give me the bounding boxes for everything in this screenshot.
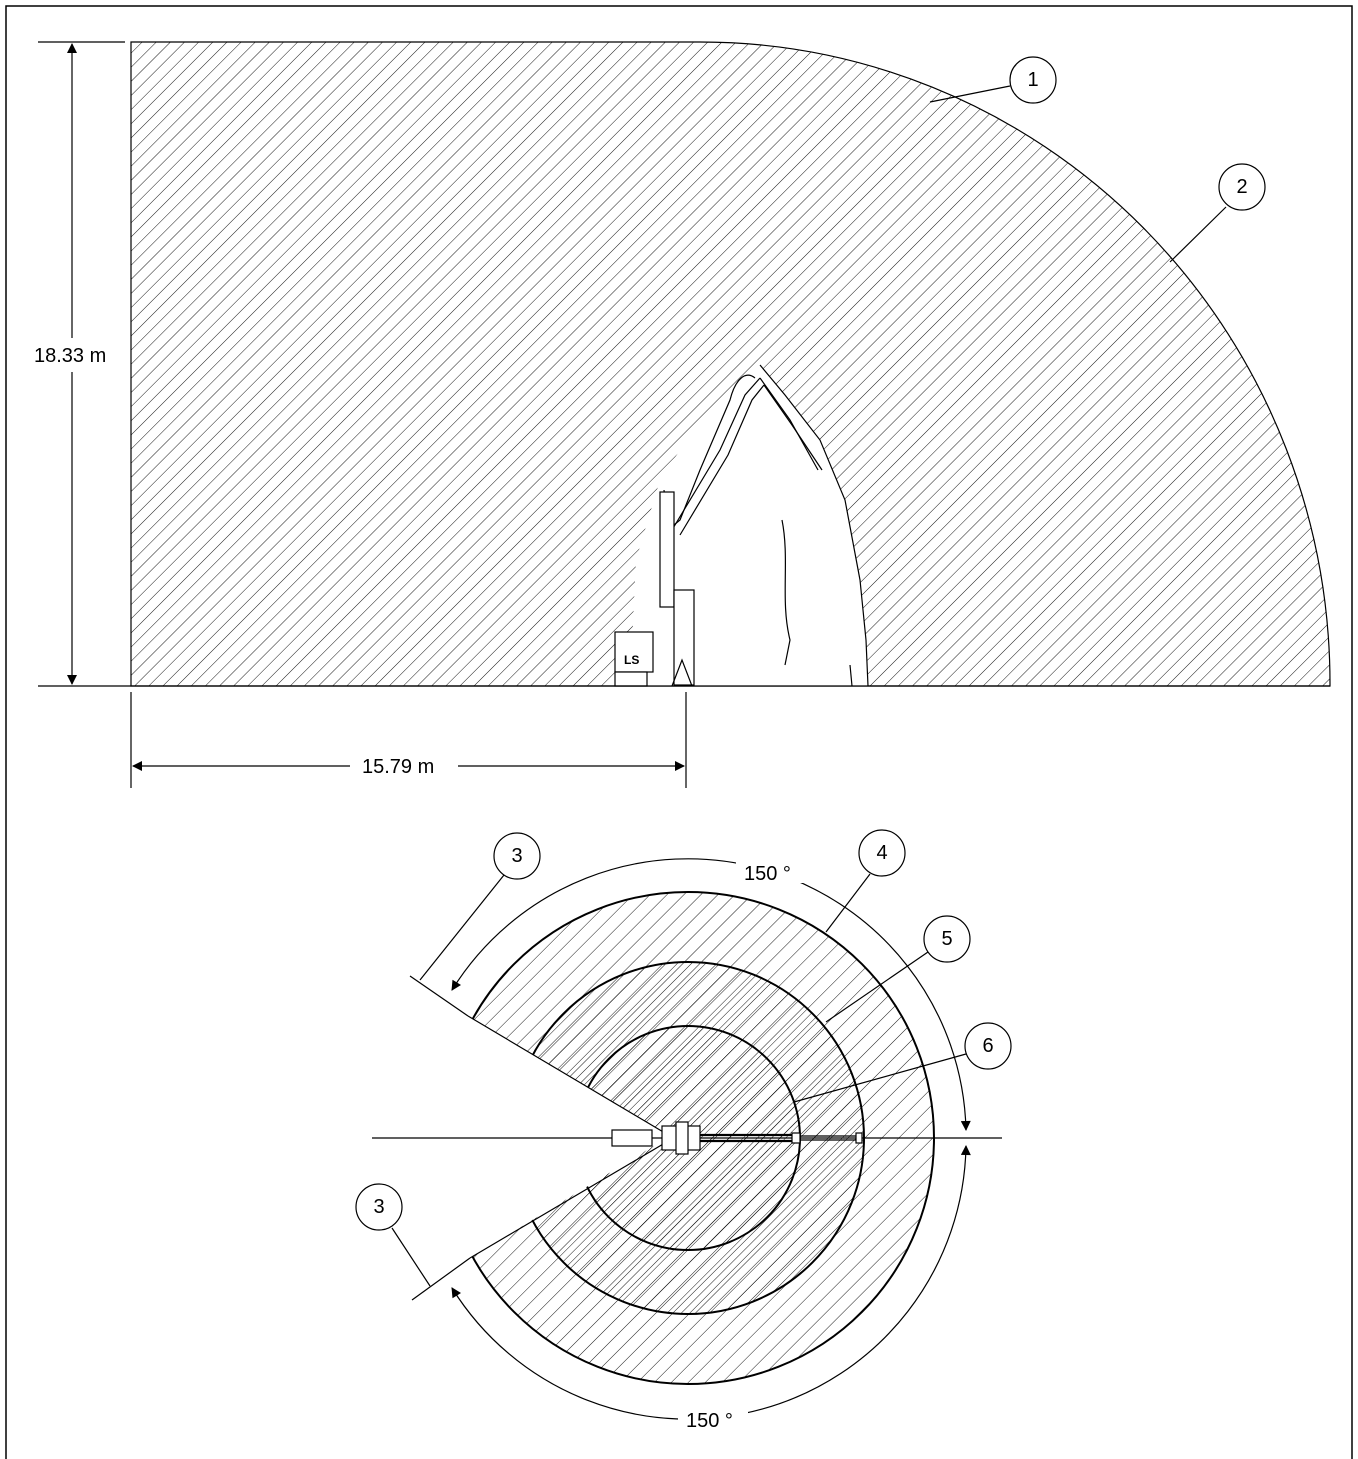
height-dimension-label: 18.33 m <box>34 345 106 367</box>
side-view: LS 18.33 m 15.79 m 1 2 <box>34 41 1331 788</box>
angle-arc-bottom <box>451 1145 971 1420</box>
reach-dimension: 15.79 m <box>130 692 687 788</box>
drawing-border <box>5 5 1353 1459</box>
callout-1: 1 <box>929 56 1057 104</box>
svg-text:2: 2 <box>1236 176 1247 198</box>
callout-3-bottom: 3 <box>355 1183 431 1287</box>
angle-top-label: 150 ° <box>744 863 791 885</box>
control-cabinet: LS <box>614 631 654 687</box>
svg-text:1: 1 <box>1027 69 1038 91</box>
angle-bottom-label: 150 ° <box>686 1410 733 1432</box>
height-dimension: 18.33 m <box>34 43 106 685</box>
svg-text:3: 3 <box>511 845 522 867</box>
reach-dimension-label: 15.79 m <box>362 756 434 778</box>
svg-text:4: 4 <box>876 842 887 864</box>
svg-text:6: 6 <box>982 1035 993 1057</box>
loading-arm <box>659 374 853 687</box>
inner-zone-boundary <box>759 364 869 687</box>
callout-5: 5 <box>825 915 971 1023</box>
callout-2: 2 <box>1169 163 1266 263</box>
callout-3-top: 3 <box>419 832 541 981</box>
plan-view: 150 ° 150 ° 3 4 5 6 3 <box>355 829 1012 1432</box>
svg-text:5: 5 <box>941 928 952 950</box>
callout-6: 6 <box>793 1022 1012 1103</box>
callout-4: 4 <box>825 829 906 933</box>
outer-envelope-hatched <box>130 41 1331 687</box>
svg-text:3: 3 <box>373 1196 384 1218</box>
svg-text:LS: LS <box>624 653 639 667</box>
